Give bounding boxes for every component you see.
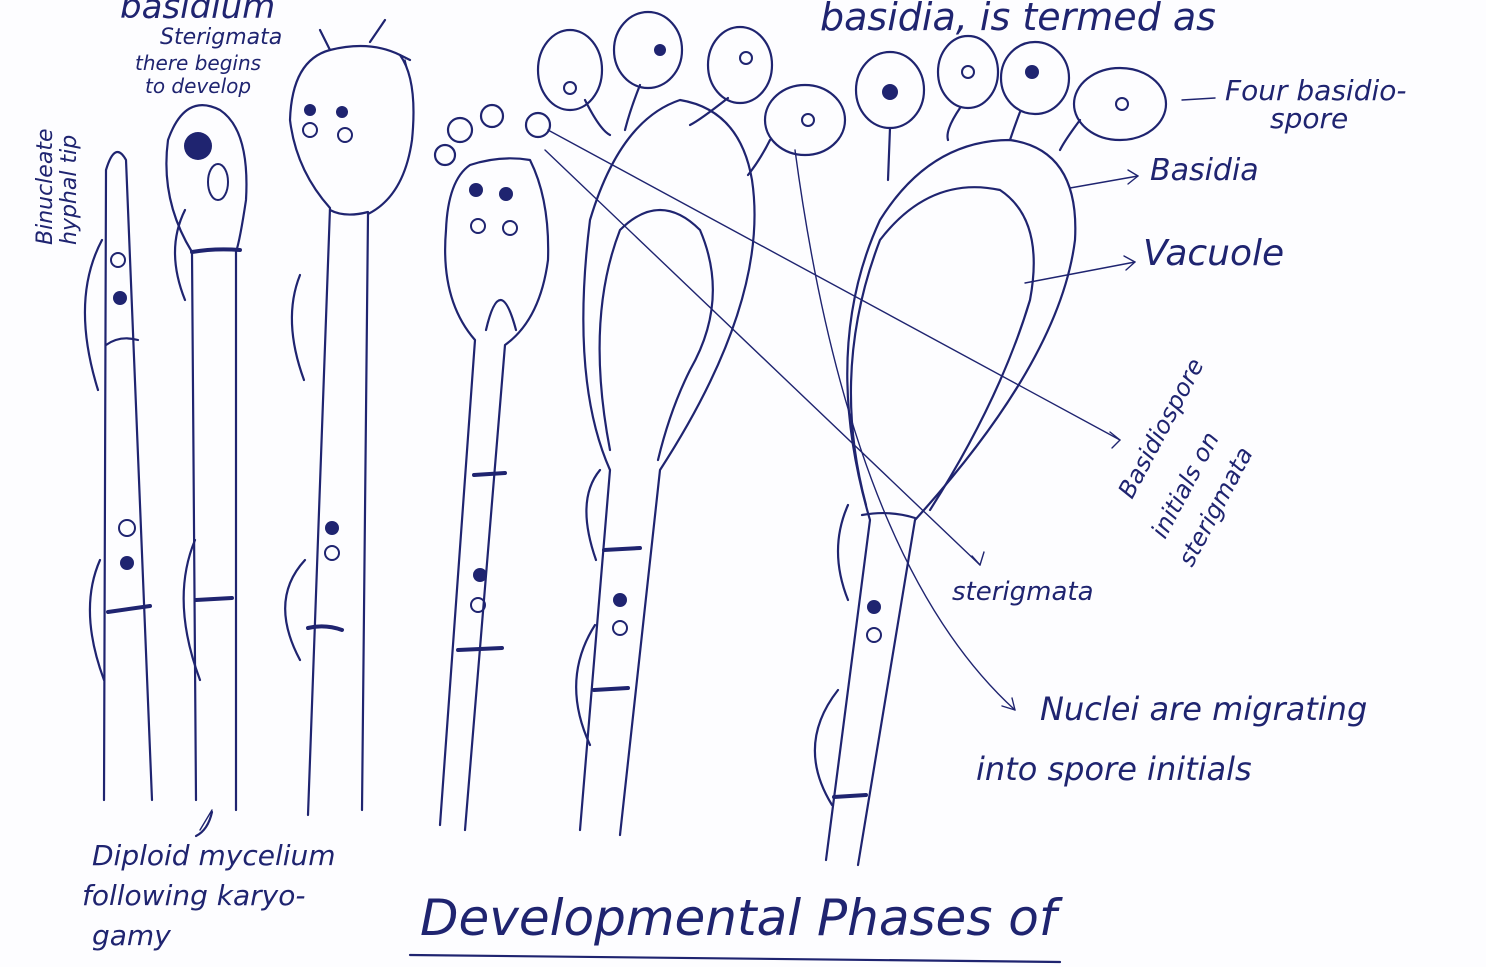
pointer-basidia [1070,176,1138,188]
label-nuclei-migrating-line1: Nuclei are migrating [1040,690,1367,728]
label-diploid-line1: Diploid mycelium [92,839,336,872]
pointer-vacuole [1025,262,1135,283]
pointer-sterigmata [545,150,980,565]
label-basidia: Basidia [1150,153,1259,188]
label-binucleate-line2: hyphal tip [57,135,82,245]
label-diploid-line3: gamy [92,919,171,952]
label-binucleate-line1: Binucleate [33,129,58,245]
label-sterigmata-begin-line2: there begins [135,51,261,75]
caption-underline [410,955,1060,962]
stage-2-young-basidium [166,105,246,836]
top-fragment-left: basidium [120,0,275,27]
caption: Developmental Phases of [420,889,1063,947]
label-nuclei-migrating-line2: into spore initials [976,750,1252,788]
stage-6-mature-basidium [815,36,1166,865]
pointer-four-basidiospore [1182,98,1215,100]
label-four-basidiospore-line2: spore [1270,102,1348,135]
label-sterigmata-begin-line3: to develop [145,74,251,98]
label-sterigmata: sterigmata [952,577,1094,607]
stage-1-hyphal-tip [85,152,152,800]
pointer-basidiospore-initials [548,130,1120,440]
stage-5-nuclei-migrating [538,12,845,835]
label-vacuole: Vacuole [1143,233,1284,274]
label-diploid-line2: following karyo- [82,879,305,912]
label-sterigmata-begin-line1: Sterigmata [160,25,282,50]
stage-4-spore-initials [435,105,550,830]
pointer-nuclei-migrating [795,150,1015,710]
stage-3-sterigmata-begin [285,20,413,815]
top-fragment-right: basidia, is termed as [820,0,1216,39]
